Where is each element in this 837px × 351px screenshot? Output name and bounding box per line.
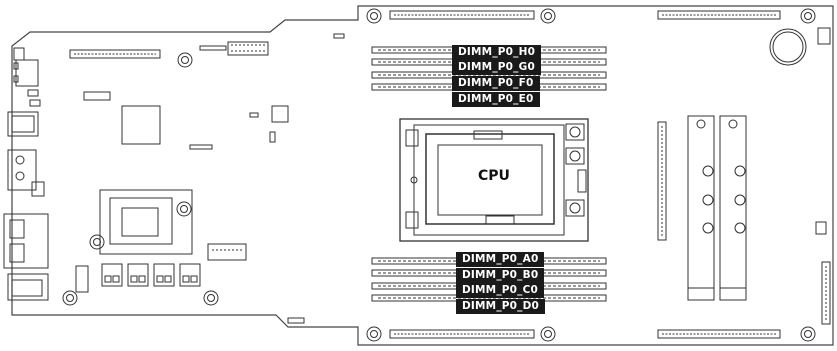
tiny-bottom-connector [287,317,305,324]
atx-power-connector [227,41,269,56]
tiny-connector [333,33,345,39]
top-edge-connectors [389,10,781,20]
cmos-battery [769,28,807,66]
dimm-label-h0: DIMM_P0_H0 [452,45,542,60]
chipsets [75,105,289,293]
right-vertical-slots [657,115,747,301]
mounting-holes [62,8,816,342]
header-small [83,91,111,101]
bottom-edge-connectors [389,329,781,339]
small-header-top [199,45,227,51]
dimm-label-f0: DIMM_P0_F0 [452,76,540,91]
sata-connectors [101,263,201,287]
board-outline [11,5,834,346]
right-edge-headers [815,27,831,325]
pcie-slot-left [69,49,161,59]
dimm-label-g0: DIMM_P0_G0 [452,60,541,75]
dimm-label-d0: DIMM_P0_D0 [456,299,546,314]
cpu-socket [399,118,589,242]
left-io-ports [3,47,49,301]
cpu-label: CPU [478,168,510,184]
dimm-label-b0: DIMM_P0_B0 [456,268,545,283]
dimm-label-e0: DIMM_P0_E0 [452,92,540,107]
dimm-label-c0: DIMM_P0_C0 [456,283,545,298]
dimm-label-a0: DIMM_P0_A0 [456,252,545,267]
